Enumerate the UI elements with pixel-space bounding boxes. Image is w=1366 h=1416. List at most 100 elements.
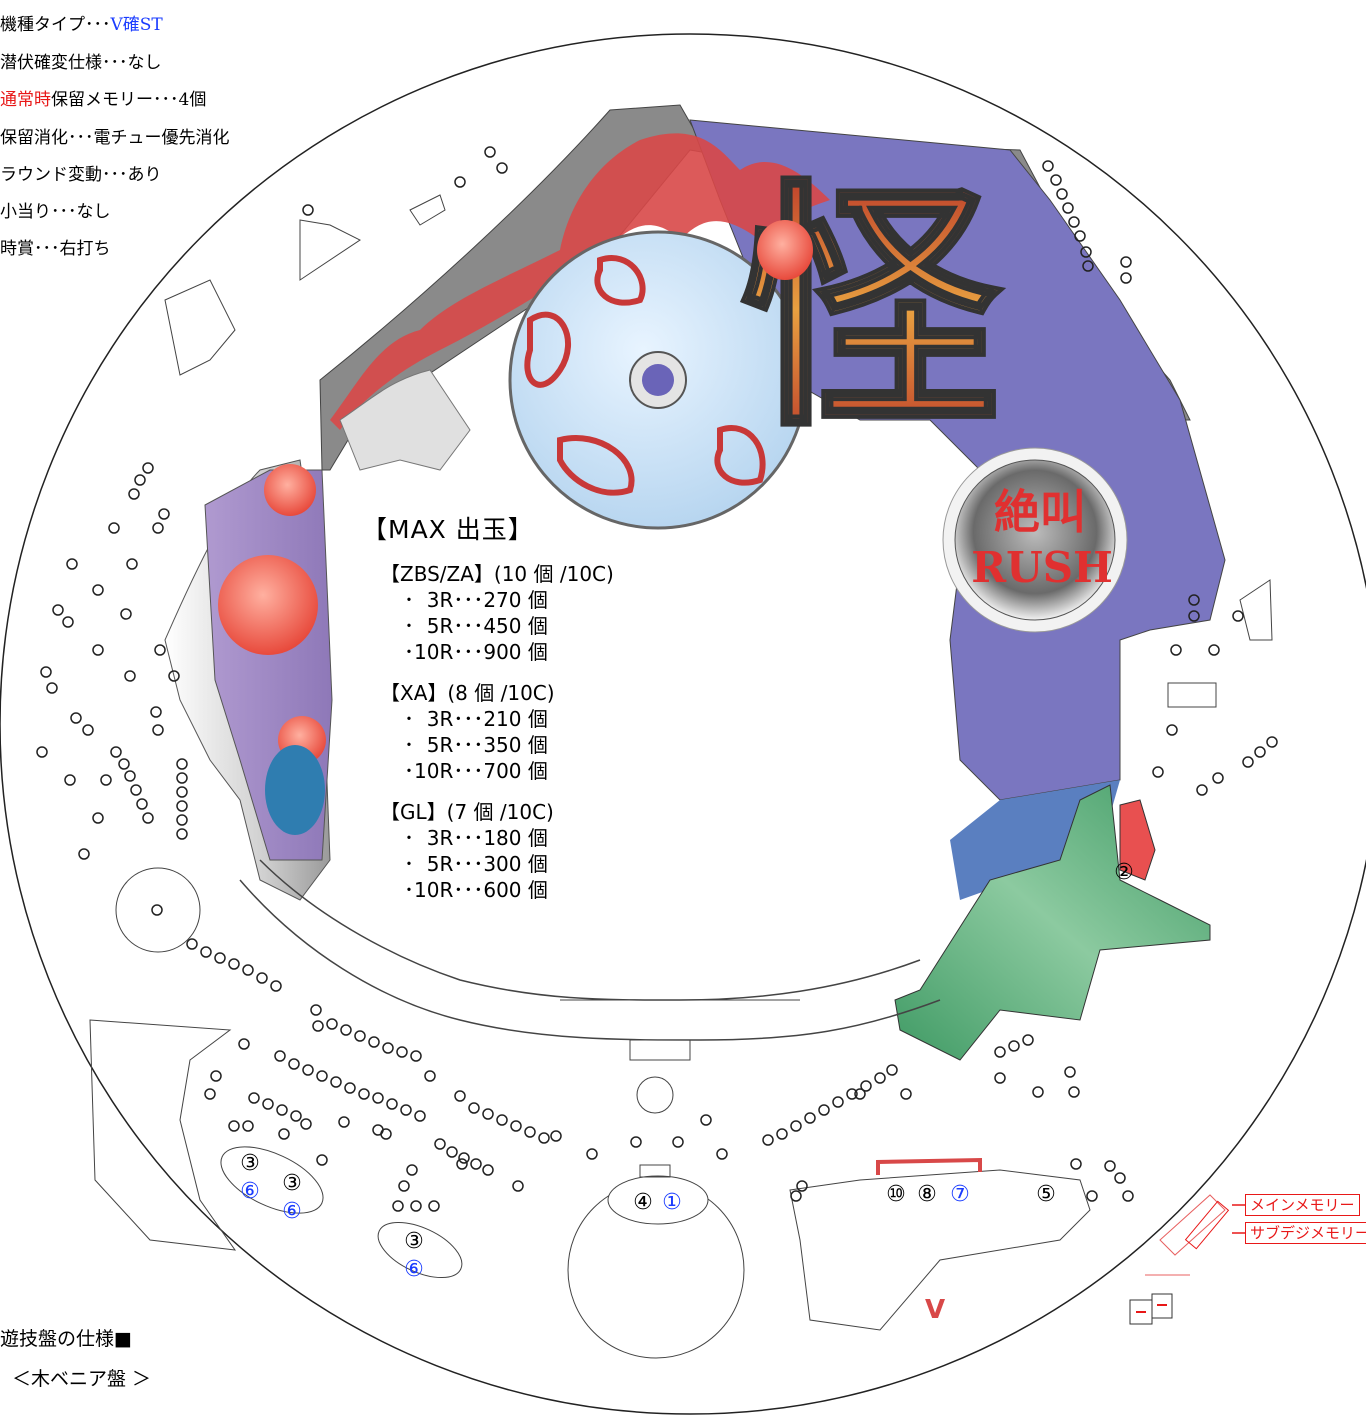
spec-hold-order: 保留消化･･･電チュー優先消化 — [0, 128, 230, 148]
nail — [382, 1042, 394, 1054]
spec-special: 時賞･･･右打ち — [0, 239, 111, 259]
stage-detail — [560, 999, 800, 1061]
lower-right-frame — [789, 1169, 1091, 1331]
nail — [458, 1152, 470, 1164]
rush-badge — [954, 459, 1116, 621]
v-zone-label: V — [925, 1295, 945, 1325]
fire-orb — [218, 555, 318, 655]
payout-line: ･10R･･･700 個 — [404, 759, 548, 783]
nail — [372, 1092, 384, 1104]
nail — [278, 1128, 290, 1140]
nail — [846, 1088, 858, 1100]
nail — [550, 1130, 562, 1142]
nail — [1166, 724, 1178, 736]
nail — [276, 1104, 288, 1116]
center-pocket — [607, 1175, 709, 1225]
nail — [804, 1112, 816, 1124]
nail — [52, 604, 64, 616]
nail — [126, 558, 138, 570]
nail — [994, 1046, 1006, 1058]
nail — [454, 176, 466, 188]
nail — [176, 786, 188, 798]
payout-group-head: 【ZBS/ZA】(10 個 /10C) — [380, 562, 614, 586]
nail — [524, 1126, 536, 1138]
nail — [270, 980, 282, 992]
pocket-3-label: ③ — [240, 1151, 260, 1176]
nail — [1232, 610, 1244, 622]
nail — [176, 772, 188, 784]
nail — [398, 1180, 410, 1192]
nail — [1242, 756, 1254, 768]
stage-line — [259, 859, 921, 1001]
spec-hold-rest: 保留メモリー･･･4個 — [51, 90, 207, 110]
nail — [1056, 188, 1068, 200]
main-memory-label: メインメモリー — [1245, 1194, 1360, 1216]
nail — [1120, 272, 1132, 284]
nail — [586, 1148, 598, 1160]
nail — [446, 1146, 458, 1158]
nail — [410, 1200, 422, 1212]
nail — [310, 1004, 322, 1016]
disc-center — [642, 364, 674, 396]
nail — [176, 758, 188, 770]
nail — [1042, 160, 1054, 172]
nail — [1080, 246, 1092, 258]
nail — [1152, 766, 1164, 778]
blue-orb — [265, 745, 325, 835]
nail — [92, 644, 104, 656]
nail — [256, 972, 268, 984]
nail — [78, 848, 90, 860]
nail — [66, 558, 78, 570]
nail — [108, 522, 120, 534]
nail — [64, 774, 76, 786]
nail — [454, 1090, 466, 1102]
nail — [142, 462, 154, 474]
nail — [100, 774, 112, 786]
nail — [128, 488, 140, 500]
nail — [424, 1070, 436, 1082]
nail — [302, 1064, 314, 1076]
nail — [340, 1024, 352, 1036]
lamp-leader — [1232, 1204, 1245, 1234]
payout-line: ･ 5R･･･350 個 — [404, 733, 548, 757]
nail — [210, 1070, 222, 1082]
nail — [860, 1080, 872, 1092]
lamp-box — [1151, 1293, 1173, 1319]
flame-decoration — [330, 133, 830, 430]
pocket-ellipse — [220, 1146, 324, 1214]
nail — [994, 1072, 1006, 1084]
nail — [1032, 1086, 1044, 1098]
payout-group-head: 【XA】(8 個 /10C) — [380, 681, 555, 705]
payout-line: ･ 3R･･･180 個 — [404, 826, 548, 850]
lower-left-frame — [89, 1019, 237, 1251]
nail — [1212, 772, 1224, 784]
pocket-10-label: ⑩ — [886, 1182, 906, 1207]
nail — [204, 1088, 216, 1100]
nail — [1064, 1066, 1076, 1078]
nail — [110, 746, 122, 758]
nail — [354, 1030, 366, 1042]
nail — [152, 522, 164, 534]
memory-lamp-panel — [1159, 1194, 1226, 1256]
payout-group: 【XA】(8 個 /10C) ･ 3R･･･210 個 ･ 5R･･･350 個… — [380, 677, 614, 784]
nail — [200, 946, 212, 958]
spec-small-hit: 小当り･･･なし — [0, 202, 111, 222]
nail — [300, 1118, 312, 1130]
nail — [92, 812, 104, 824]
spec-round-var: ラウンド変動･･･あり — [0, 165, 162, 185]
payout-line: ･ 3R･･･210 個 — [404, 707, 548, 731]
nail-field — [36, 146, 1278, 1212]
nail — [330, 1076, 342, 1088]
nail — [482, 1108, 494, 1120]
nail — [1068, 1086, 1080, 1098]
nail — [456, 1158, 468, 1170]
center-post — [636, 1076, 674, 1114]
kanji-orb — [757, 220, 813, 280]
gate-box — [1167, 682, 1217, 708]
nail — [274, 1050, 286, 1062]
nail — [1208, 644, 1220, 656]
nail — [368, 1036, 380, 1048]
pocket-3-label: ③ — [282, 1171, 302, 1196]
nail — [316, 1154, 328, 1166]
nail — [358, 1088, 370, 1100]
